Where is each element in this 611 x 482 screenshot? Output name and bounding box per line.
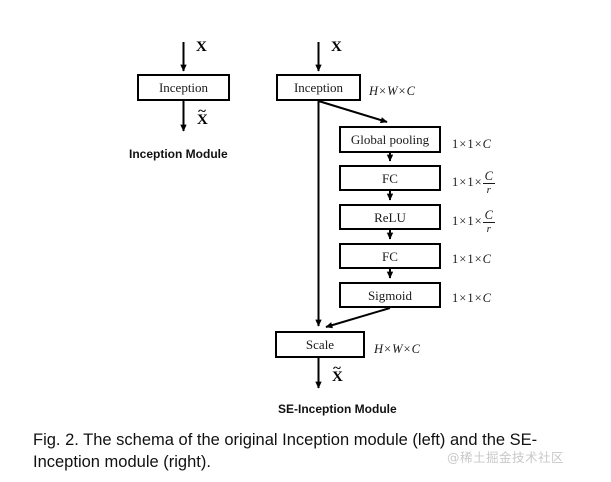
left-module-caption: Inception Module [129,147,228,161]
dim-inception-out: H×W×C [369,85,415,98]
right-module-caption: SE-Inception Module [278,402,397,416]
times-icon: × [474,252,482,266]
dim-global-pooling-out: 1×1×C [452,138,491,151]
dim-inception-out-c: C [406,84,415,98]
block-fc-1[interactable]: FC [339,165,441,191]
dim-fc2-out: 1×1×C [452,253,491,266]
times-icon: × [459,175,467,190]
block-scale[interactable]: Scale [275,331,365,358]
arrow-sigmoid-to-scale [325,307,391,329]
times-icon: × [384,342,392,356]
dim-fc1-den: r [486,184,491,196]
right-input-tensor-label: X [331,39,342,55]
block-relu[interactable]: ReLU [339,204,441,230]
dim-sig-a: 1 [452,291,459,305]
times-icon: × [474,175,482,190]
dim-fc2-c: C [482,252,491,266]
times-icon: × [403,342,411,356]
dim-scale-out: H×W×C [374,343,420,356]
dim-inception-out-a: H [369,84,379,98]
times-icon: × [459,252,467,266]
times-icon: × [459,291,467,305]
dim-inception-out-b: W [387,84,398,98]
block-global-pooling[interactable]: Global pooling [339,126,441,153]
times-icon: × [379,84,387,98]
right-output-tensor-label: X [332,370,343,385]
figure-caption: Fig. 2. The schema of the original Incep… [33,431,538,471]
arrow-branch-to-global-pooling [318,100,388,124]
dim-gp-a: 1 [452,137,459,151]
dim-sig-c: C [482,291,491,305]
dim-relu-a: 1 [452,214,459,229]
times-icon: × [459,214,467,229]
watermark-text: @稀土掘金技术社区 [447,450,565,465]
left-output-tensor-label: X [197,113,208,128]
times-icon: × [398,84,406,98]
dim-relu-num: C [484,207,493,222]
times-icon: × [474,214,482,229]
dim-fc1-num: C [484,168,493,183]
dim-scale-a: H [374,342,384,356]
times-icon: × [474,137,482,151]
dim-fc2-a: 1 [452,252,459,266]
dim-gp-b: 1 [467,137,474,151]
dim-fc2-b: 1 [467,252,474,266]
times-icon: × [459,137,467,151]
fraction-bar [482,222,495,223]
dim-fc1-a: 1 [452,175,459,190]
block-inception-right[interactable]: Inception [276,74,361,101]
dim-scale-c: C [411,342,420,356]
times-icon: × [474,291,482,305]
block-sigmoid[interactable]: Sigmoid [339,282,441,308]
block-fc-2[interactable]: FC [339,243,441,269]
fraction-bar [482,183,495,184]
dim-sig-b: 1 [467,291,474,305]
dim-sigmoid-out: 1×1×C [452,292,491,305]
block-inception-left[interactable]: Inception [137,74,230,101]
dim-relu-b: 1 [467,214,474,229]
dim-gp-c: C [482,137,491,151]
dim-fc1-b: 1 [467,175,474,190]
left-input-tensor-label: X [196,39,207,55]
dim-relu-den: r [486,223,491,235]
dim-scale-b: W [392,342,403,356]
